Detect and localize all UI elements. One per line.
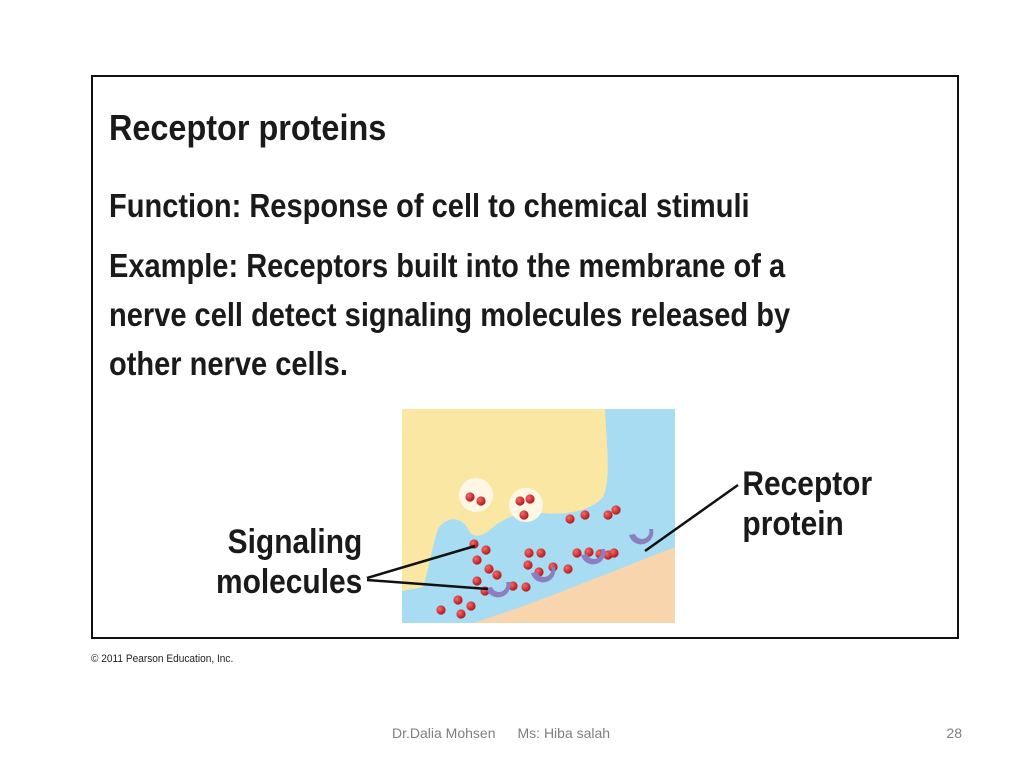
example-text: Example: Receptors built into the membra… [109, 241, 857, 388]
signaling-molecule [465, 492, 475, 502]
pointer-line [366, 578, 489, 591]
signaling-molecule [525, 494, 535, 504]
signaling-molecule [481, 545, 491, 555]
synapse-diagram: Signaling molecules Receptor protein [216, 409, 872, 623]
signaling-molecule [611, 505, 621, 515]
footer-author-1: Dr.Dalia Mohsen [392, 725, 496, 741]
receptor-protein-label: Receptor [742, 464, 872, 502]
example-line-2: nerve cell detect signaling molecules re… [109, 296, 791, 333]
signaling-molecule [609, 548, 619, 558]
signaling-molecules-label: Signaling [228, 522, 363, 560]
receptor-protein-label: protein [742, 504, 843, 542]
pointer-line [644, 483, 739, 553]
signaling-molecule [436, 605, 446, 615]
signaling-molecule [484, 564, 494, 574]
signaling-molecule [563, 564, 573, 574]
signaling-molecule [476, 496, 486, 506]
signaling-molecule [515, 496, 525, 506]
receptor-protein [581, 549, 606, 565]
receptor-protein [531, 567, 556, 583]
signaling-molecule [536, 548, 546, 558]
receptor-layer [486, 529, 654, 598]
signaling-molecule [519, 510, 529, 520]
function-text: Function: Response of cell to chemical s… [109, 187, 750, 224]
signaling-molecules-label: molecules [216, 562, 362, 600]
figure-frame: Receptor proteins Function: Response of … [91, 75, 959, 639]
signaling-molecule [472, 576, 482, 586]
signaling-molecule [492, 570, 502, 580]
signaling-molecule [456, 609, 466, 619]
signaling-molecule [523, 560, 533, 570]
axon-terminal [402, 409, 608, 591]
signaling-molecule [508, 581, 518, 591]
signaling-molecule [580, 510, 590, 520]
example-line-1: Example: Receptors built into the membra… [109, 247, 786, 284]
signaling-molecule [572, 548, 582, 558]
signaling-molecule [603, 510, 613, 520]
copyright-notice: © 2011 Pearson Education, Inc. [91, 653, 234, 665]
vesicle [459, 478, 493, 512]
footer-authors: Dr.Dalia Mohsen Ms: Hiba salah [392, 725, 632, 741]
footer-author-2: Ms: Hiba salah [517, 725, 611, 741]
signaling-molecule [565, 514, 575, 524]
signaling-molecule [453, 595, 463, 605]
target-cell [473, 547, 675, 623]
pointer-line [366, 544, 476, 580]
figure-title: Receptor proteins [109, 107, 387, 148]
receptor-protein [486, 582, 511, 598]
vesicle [509, 488, 543, 522]
receptor-protein [629, 529, 654, 545]
signaling-molecule [472, 555, 482, 565]
signaling-molecule [521, 582, 531, 592]
example-line-3: other nerve cells. [109, 345, 348, 382]
signaling-molecule [466, 601, 476, 611]
page-number: 28 [946, 725, 962, 741]
signaling-molecule [524, 548, 534, 558]
